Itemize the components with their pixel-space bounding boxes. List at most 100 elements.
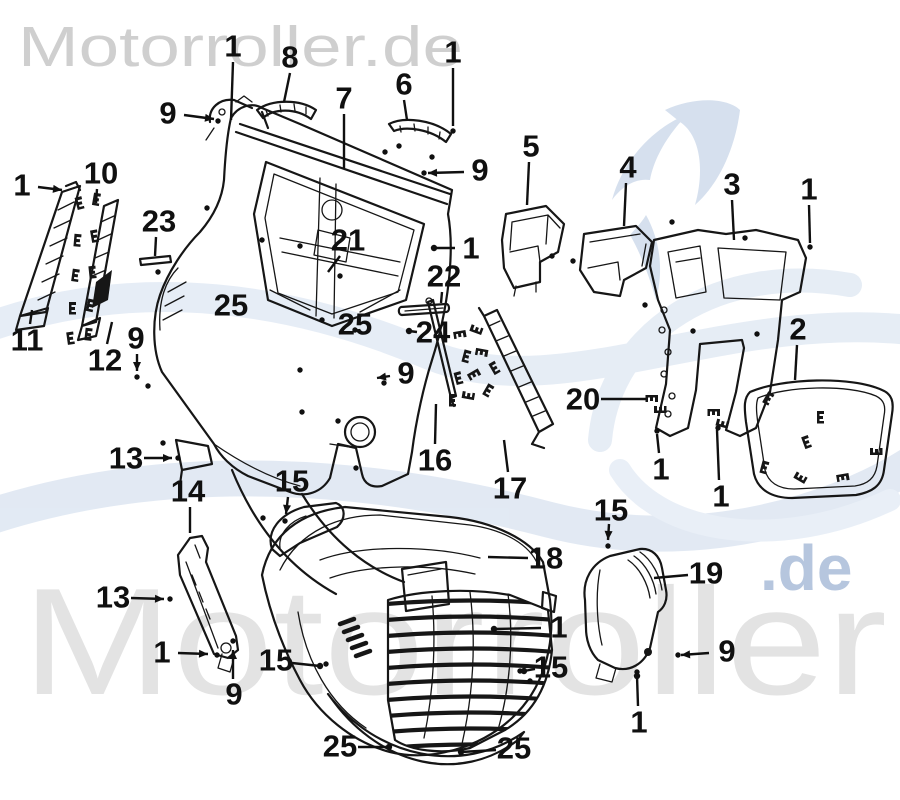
clip-icon [469,324,484,336]
screw-dot [259,237,265,243]
callout-1: 1 [652,433,670,487]
callout-number: 15 [594,493,628,528]
clip-icon [90,229,100,243]
callout-1: 1 [224,29,242,121]
clip-icon [759,460,770,475]
callout-15: 15 [594,493,628,541]
callout-12: 12 [88,321,122,378]
clip-icon [707,409,720,416]
callout-number: 19 [689,556,723,591]
screw-dot [297,367,303,373]
callout-number: 10 [84,156,118,191]
callout-1: 1 [490,610,568,645]
callout-number: 9 [225,677,242,712]
clip-icon [453,330,467,340]
callout-25: 25 [338,307,372,342]
callout-number: 18 [529,541,563,576]
screw-dot [570,258,576,264]
screw-dot [642,302,648,308]
part-main-legshield [153,104,454,596]
callout-number: 1 [630,705,647,740]
screw-dot [669,219,675,225]
callout-number: 9 [159,96,176,131]
screw-dot [690,328,696,334]
callout-number: 22 [427,259,461,294]
callout-10: 10 [84,156,118,204]
callout-number: 12 [88,343,122,378]
callout-19: 19 [653,556,723,591]
callout-number: 5 [522,129,539,164]
watermark-suffix-text: .de [760,532,852,604]
callout-number: 25 [214,288,248,323]
callout-number: 2 [789,312,806,347]
callout-24: 24 [405,315,451,350]
clip-icon [449,394,456,407]
screw-dot [155,269,161,275]
callout-9: 9 [127,321,145,371]
callout-number: 1 [444,35,461,70]
screw-dot [353,465,359,471]
screw-dot [429,154,435,160]
callout-15: 15 [275,464,309,515]
part-3-support-bracket [648,228,808,438]
callout-number: 1 [550,610,567,645]
screw-dot [145,383,151,389]
part-22-pin [397,302,451,317]
screw-dot [450,128,456,134]
callout-9: 9 [680,634,736,669]
callout-25: 25 [323,729,393,764]
screw-dot [807,244,813,250]
part-12-vent-grille [76,198,120,342]
callout-9: 9 [225,650,243,712]
callout-1: 1 [444,35,462,126]
part-11-vent-grille [14,180,82,332]
screw-dot [319,317,325,323]
callout-9: 9 [159,96,215,131]
callout-13: 13 [109,441,172,476]
callout-23: 23 [142,204,176,257]
screw-dot [381,380,387,386]
clip-icon [69,302,76,315]
screw-dot [421,170,427,176]
clip-icon [645,395,658,402]
callout-21: 21 [327,223,365,273]
callout-number: 13 [96,580,130,615]
part-6-trim-strip [387,118,453,144]
part-17-trim-rail [477,306,555,450]
callout-number: 1 [224,29,241,64]
screw-dot [675,652,681,658]
part-14-strut [176,534,240,673]
callout-number: 1 [153,635,170,670]
part-4-bracket-cover [578,224,654,298]
clip-icon [74,196,85,211]
screw-dot [215,118,221,124]
watermark-giant-text: Motorroller [22,557,887,727]
callout-number: 3 [723,167,740,202]
screw-dot [742,235,748,241]
callout-number: 1 [462,231,479,266]
callout-number: 24 [416,315,451,350]
clip-icon [474,347,489,357]
callout-1: 1 [153,635,209,670]
callout-number: 21 [331,223,365,258]
clip-icon [654,406,667,413]
callout-16: 16 [418,403,452,478]
callout-15: 15 [259,643,324,678]
screw-dot [204,205,210,211]
screw-dot [175,455,181,461]
screw-dot [396,143,402,149]
callout-number: 25 [497,731,531,766]
callout-15: 15 [520,650,568,685]
screw-dot [754,331,760,337]
callout-number: 15 [275,464,309,499]
callout-9: 9 [376,356,415,391]
part-2-access-panel [743,379,894,500]
callout-number: 1 [13,168,30,203]
callout-6: 6 [395,67,413,121]
callout-2: 2 [789,312,807,381]
callout-number: 9 [471,153,488,188]
clip-icon [793,471,808,484]
watermark-header-text: Motorroller.de [18,15,463,79]
clip-icon [73,233,82,247]
